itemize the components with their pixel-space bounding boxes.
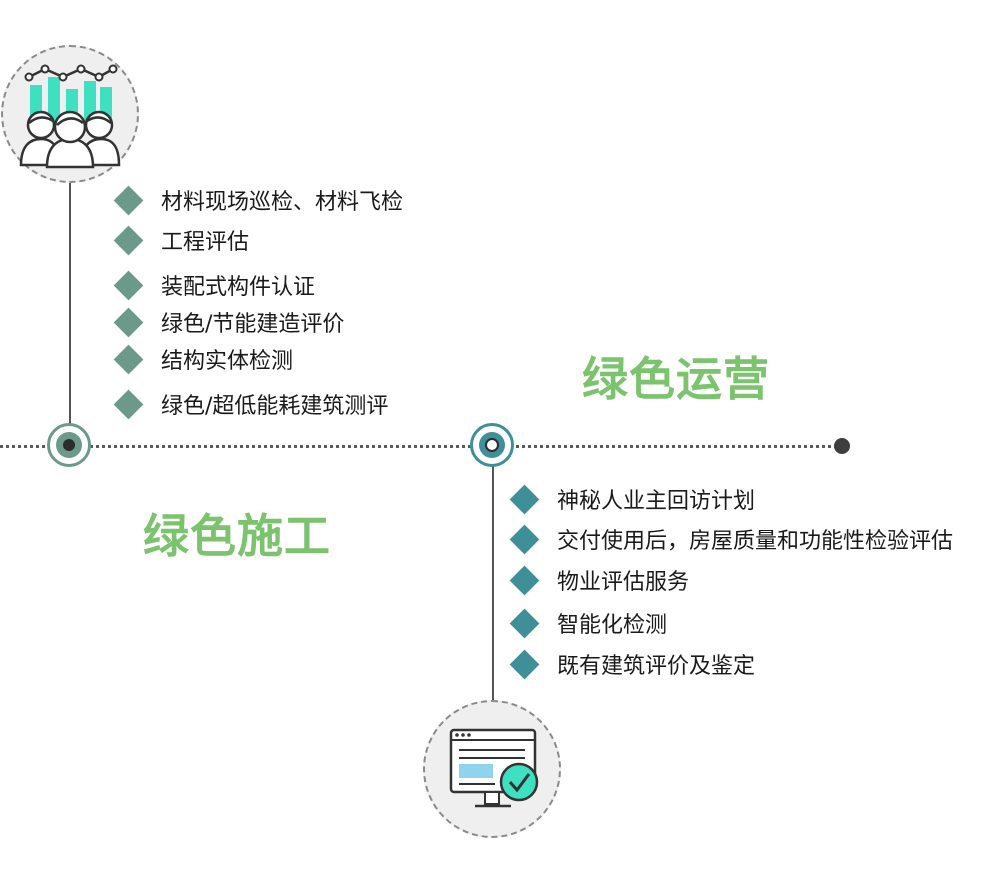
stage-2-node	[470, 423, 514, 467]
list-item: 结构实体检测	[112, 343, 293, 375]
stage-1-connector	[69, 180, 71, 430]
team-analytics-icon	[1, 45, 139, 183]
timeline-end-dot	[834, 438, 850, 454]
list-item: 材料现场巡检、材料飞检	[112, 184, 403, 216]
stage-1-node	[47, 423, 91, 467]
list-item: 绿色/超低能耗建筑测评	[112, 388, 388, 420]
diamond-bullet-icon	[113, 344, 144, 374]
list-item: 既有建筑评价及鉴定	[508, 648, 755, 680]
list-item: 工程评估	[112, 224, 249, 256]
list-item: 智能化检测	[508, 607, 667, 639]
diamond-bullet-icon	[113, 270, 144, 300]
list-item: 神秘人业主回访计划	[508, 483, 755, 515]
list-item: 交付使用后，房屋质量和功能性检验评估	[508, 523, 953, 555]
stage-2-connector	[492, 460, 494, 700]
monitor-check-icon	[423, 700, 561, 838]
diamond-bullet-icon	[113, 185, 144, 215]
diamond-bullet-icon	[509, 608, 540, 638]
diamond-bullet-icon	[509, 484, 540, 514]
list-item: 装配式构件认证	[112, 269, 315, 301]
list-item: 绿色/节能建造评价	[112, 306, 344, 338]
diamond-bullet-icon	[113, 389, 144, 419]
diamond-bullet-icon	[113, 307, 144, 337]
diamond-bullet-icon	[113, 225, 144, 255]
list-item: 物业评估服务	[508, 564, 689, 596]
stage-1-title: 绿色施工	[143, 509, 331, 563]
diamond-bullet-icon	[509, 649, 540, 679]
diamond-bullet-icon	[509, 565, 540, 595]
timeline-dotted-line	[0, 445, 843, 448]
diamond-bullet-icon	[509, 524, 540, 554]
stage-2-title: 绿色运营	[582, 352, 770, 406]
